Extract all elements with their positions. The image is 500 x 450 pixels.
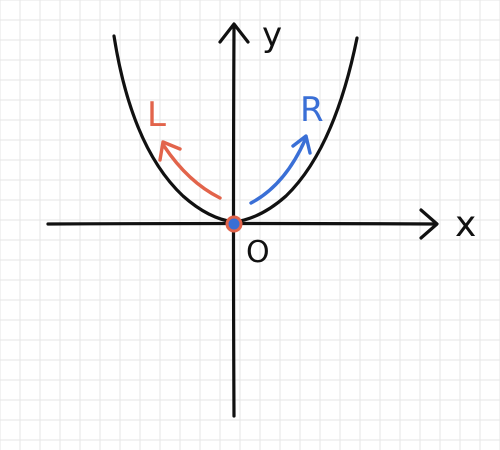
left-arrow-label: L <box>147 95 166 135</box>
right-arrow-label: R <box>300 90 324 130</box>
x-axis-arrowhead <box>419 208 439 240</box>
y-axis-label: y <box>262 15 282 55</box>
x-axis-label: x <box>455 204 476 245</box>
right-direction-arrow <box>249 134 312 205</box>
origin-point <box>225 215 243 233</box>
origin-label: O <box>246 235 270 270</box>
y-axis-arrowhead <box>218 22 250 44</box>
left-direction-arrow <box>158 140 222 200</box>
